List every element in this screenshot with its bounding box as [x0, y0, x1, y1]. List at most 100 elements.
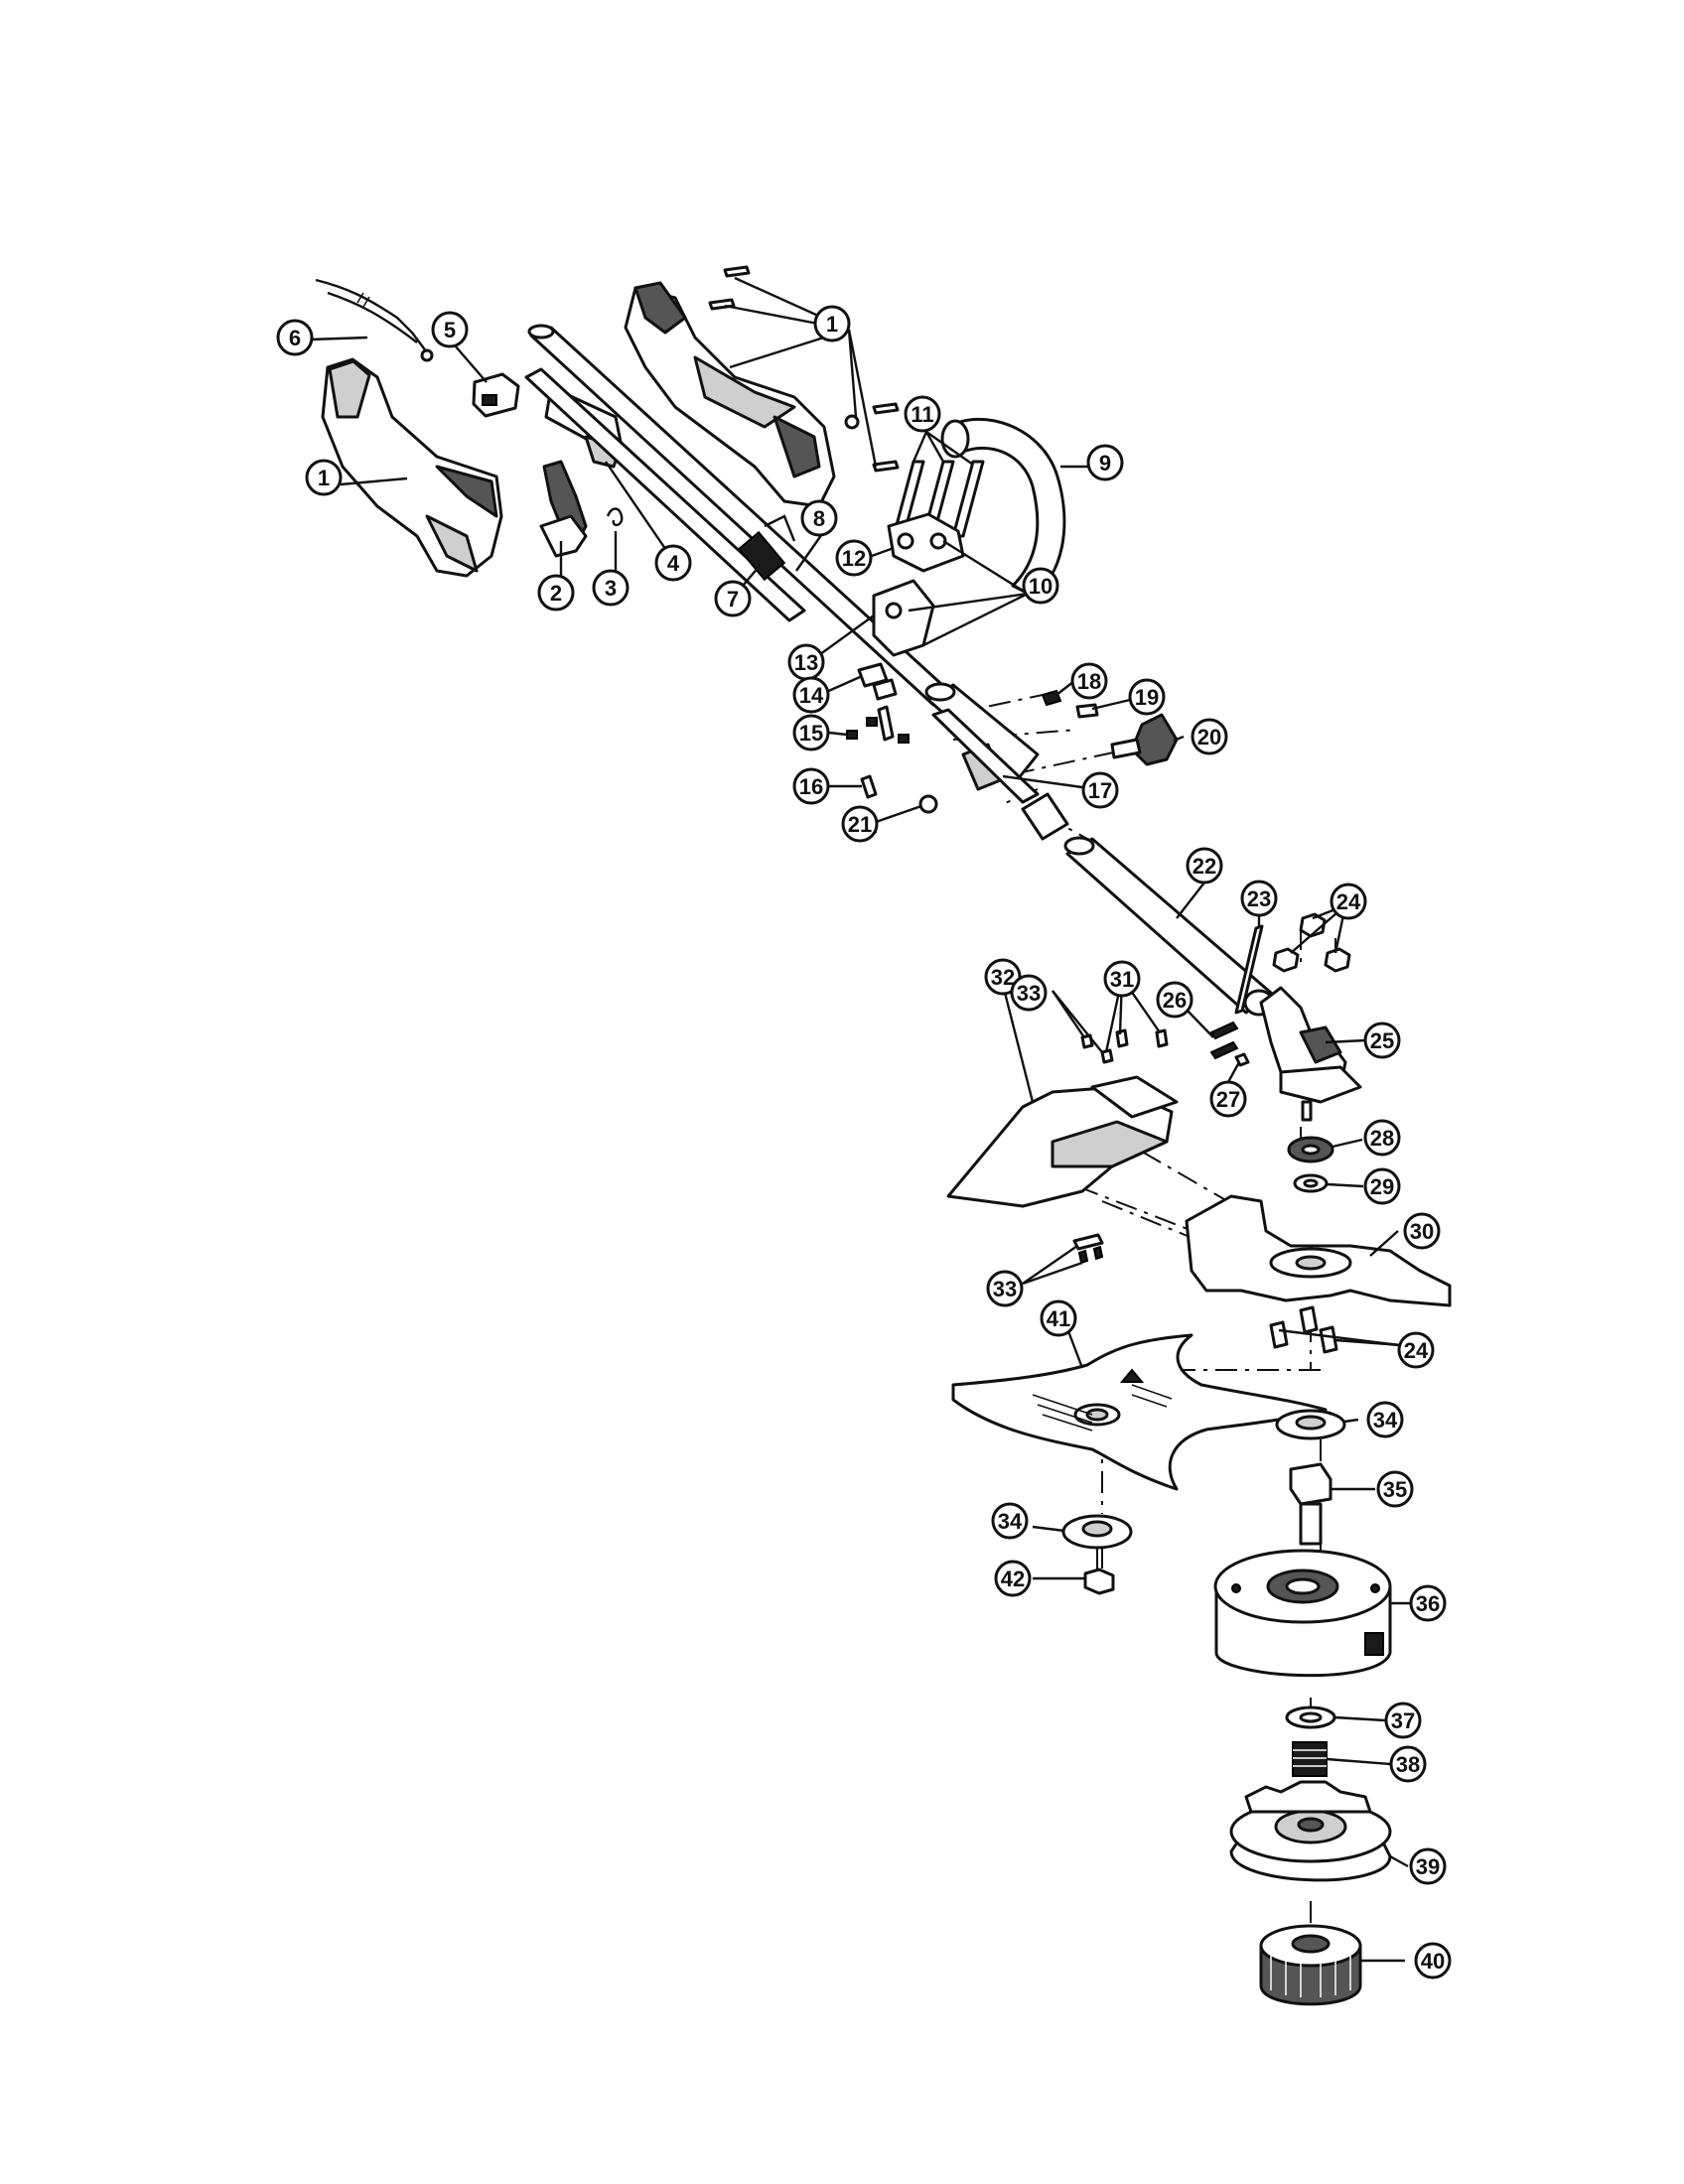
- svg-text:11: 11: [911, 402, 933, 427]
- svg-text:3: 3: [605, 576, 617, 601]
- callout-36: 36: [1409, 1584, 1447, 1622]
- spool-washer: [1285, 1706, 1336, 1729]
- svg-text:6: 6: [289, 326, 301, 350]
- svg-text:16: 16: [799, 774, 823, 799]
- callout-19: 19: [1128, 678, 1166, 716]
- callout-7: 7: [714, 580, 752, 617]
- gearhead-washer: [1293, 1173, 1329, 1193]
- callout-34b: 34: [991, 1502, 1029, 1540]
- shield-bolts: [1269, 1305, 1338, 1354]
- svg-text:9: 9: [1099, 451, 1111, 476]
- throttle-cable: [315, 278, 434, 362]
- trigger-spring: [606, 507, 624, 527]
- svg-text:31: 31: [1110, 967, 1134, 992]
- svg-text:39: 39: [1416, 1854, 1440, 1879]
- svg-text:42: 42: [1001, 1567, 1025, 1591]
- callout-39: 39: [1409, 1847, 1447, 1885]
- svg-text:27: 27: [1216, 1087, 1240, 1112]
- callout-38: 38: [1389, 1745, 1427, 1783]
- svg-text:26: 26: [1163, 988, 1187, 1013]
- callout-23: 23: [1240, 880, 1278, 917]
- lower-blade-adapter: [1061, 1514, 1133, 1550]
- trimmer-shield-extension: [946, 1075, 1179, 1208]
- spindle-bolt: [1289, 1462, 1333, 1546]
- spool-spring: [1292, 1741, 1328, 1777]
- callout-8: 8: [800, 499, 838, 537]
- svg-text:37: 37: [1391, 1708, 1415, 1733]
- bump-knob: [1259, 1924, 1362, 2006]
- svg-text:33: 33: [1017, 981, 1041, 1006]
- throttle-trigger: [539, 460, 588, 558]
- callout-1b: 1: [305, 459, 343, 496]
- upper-shaft-tube: [524, 324, 955, 707]
- handle-housing-right: [624, 281, 836, 508]
- svg-text:2: 2: [550, 581, 562, 606]
- svg-text:13: 13: [794, 650, 818, 675]
- callouts: 1 1 2 3 4 5 6 7 8 9 10 11 12 13 14 15 16…: [276, 305, 1452, 1979]
- stop-switch: [472, 372, 520, 418]
- callout-14: 14: [792, 676, 830, 714]
- blade-nut: [1083, 1568, 1115, 1595]
- svg-text:38: 38: [1396, 1752, 1420, 1777]
- svg-text:17: 17: [1088, 778, 1112, 803]
- callout-20: 20: [1191, 718, 1228, 755]
- lower-shaft-tube: [1063, 836, 1275, 1017]
- svg-text:34: 34: [998, 1509, 1023, 1534]
- shaft-spring-clip: [737, 514, 796, 582]
- callout-22: 22: [1186, 847, 1223, 885]
- callout-31: 31: [1103, 960, 1141, 998]
- callout-27: 27: [1209, 1080, 1247, 1118]
- coupler-nut: [918, 794, 938, 814]
- callout-1a: 1: [813, 305, 851, 342]
- svg-text:14: 14: [799, 683, 824, 708]
- callout-4: 4: [654, 544, 692, 582]
- gearhead-bolts: [1209, 1021, 1250, 1067]
- svg-text:19: 19: [1135, 685, 1159, 710]
- svg-text:1: 1: [318, 466, 330, 490]
- callout-24b: 24: [1397, 1331, 1435, 1369]
- clamp-hardware: [846, 662, 910, 799]
- svg-text:35: 35: [1383, 1477, 1407, 1502]
- trimmer-shield: [1185, 1194, 1452, 1307]
- callout-40: 40: [1414, 1942, 1452, 1979]
- svg-text:25: 25: [1370, 1028, 1394, 1053]
- handle-housing-left: [321, 357, 503, 578]
- svg-text:7: 7: [727, 587, 739, 612]
- svg-text:10: 10: [1029, 574, 1052, 599]
- callout-35: 35: [1376, 1470, 1414, 1508]
- callout-13: 13: [787, 643, 825, 681]
- callout-12: 12: [835, 539, 873, 577]
- svg-text:24: 24: [1336, 889, 1361, 914]
- callout-18: 18: [1070, 662, 1108, 700]
- gearhead-assembly: [1259, 986, 1362, 1122]
- callout-10: 10: [1022, 567, 1059, 605]
- callout-30: 30: [1403, 1212, 1441, 1250]
- shaft-inner-sleeve: [1021, 792, 1069, 841]
- svg-text:15: 15: [799, 721, 823, 746]
- spool-housing: [1213, 1549, 1392, 1678]
- callout-33b: 33: [986, 1270, 1024, 1307]
- callout-34a: 34: [1366, 1401, 1404, 1438]
- callout-16: 16: [792, 767, 830, 805]
- svg-text:28: 28: [1370, 1126, 1394, 1151]
- callout-15: 15: [792, 714, 830, 751]
- svg-text:30: 30: [1410, 1219, 1434, 1244]
- callout-42: 42: [994, 1560, 1032, 1597]
- handle-screws: [708, 265, 900, 473]
- handle-clamp-upper: [887, 512, 965, 573]
- cutting-blade: [951, 1333, 1328, 1491]
- svg-text:22: 22: [1193, 854, 1216, 879]
- callout-2: 2: [537, 574, 575, 612]
- callout-41: 41: [1040, 1299, 1077, 1337]
- svg-text:36: 36: [1416, 1591, 1440, 1616]
- callout-21: 21: [841, 805, 879, 843]
- gearhead-bearing: [1287, 1136, 1334, 1163]
- svg-text:33: 33: [993, 1277, 1017, 1301]
- callout-5: 5: [431, 311, 469, 348]
- svg-text:5: 5: [444, 318, 456, 342]
- callout-17: 17: [1081, 771, 1119, 809]
- callout-32: 32: [984, 958, 1022, 996]
- svg-text:24: 24: [1404, 1338, 1429, 1363]
- callout-25: 25: [1363, 1022, 1401, 1059]
